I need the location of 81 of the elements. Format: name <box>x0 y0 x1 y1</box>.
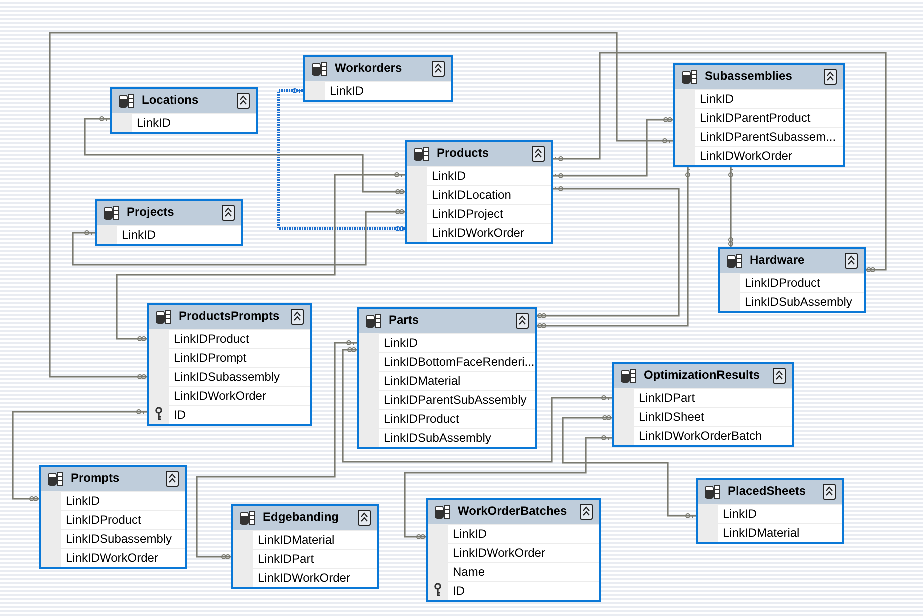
table-box <box>357 307 537 449</box>
column-name: LinkIDProduct <box>169 329 310 348</box>
column-name: LinkID <box>695 89 843 108</box>
column-name: LinkIDProduct <box>740 273 864 292</box>
relationship-line <box>72 210 405 266</box>
relationship-line <box>537 186 680 318</box>
table-box <box>612 362 794 447</box>
table-name: Parts <box>389 313 420 327</box>
relationship-line <box>196 340 358 560</box>
column-name: LinkIDParentSubassem... <box>695 127 843 146</box>
column-name: LinkIDProduct <box>379 409 535 428</box>
column-name: LinkIDMaterial <box>253 530 377 549</box>
relationship-line <box>49 32 674 380</box>
relationship-line <box>116 172 406 342</box>
relationship-line <box>342 348 613 463</box>
column-name: LinkID <box>325 81 451 100</box>
column-name: LinkID <box>61 491 185 510</box>
table-name: Prompts <box>71 471 120 485</box>
table-name: Workorders <box>335 61 402 75</box>
column-name: LinkIDPrompt <box>169 348 310 367</box>
relationship-line <box>84 116 405 194</box>
relationship-line <box>728 166 734 247</box>
relationship-line <box>404 435 613 540</box>
column-name: LinkIDWorkOrder <box>448 543 599 562</box>
relationship-line <box>562 416 697 519</box>
column-name: LinkIDSubassembly <box>61 529 185 548</box>
table-box <box>426 498 601 602</box>
column-name: LinkID <box>718 504 842 523</box>
table-box <box>673 63 845 167</box>
table-name: Subassemblies <box>705 69 792 83</box>
table-name: WorkOrderBatches <box>458 504 568 518</box>
table-box <box>39 465 187 569</box>
column-name: LinkID <box>448 524 599 543</box>
relationship-line <box>552 118 673 179</box>
column-name: ID <box>169 405 310 424</box>
column-name: LinkIDProduct <box>61 510 185 529</box>
column-name: LinkIDSubassembly <box>169 367 310 386</box>
table-name: Edgebanding <box>263 510 339 524</box>
column-name: LinkIDWorkOrder <box>169 386 310 405</box>
column-name: LinkIDWorkOrderBatch <box>634 426 792 445</box>
column-name: LinkID <box>427 166 551 185</box>
relationship-line <box>12 409 148 502</box>
column-name: LinkIDLocation <box>427 185 551 204</box>
table-box <box>95 199 243 246</box>
column-name: LinkIDBottomFaceRenderi... <box>379 352 535 371</box>
table-box <box>405 140 553 244</box>
column-name: LinkID <box>379 333 535 352</box>
column-name: Name <box>448 562 599 581</box>
table-box <box>718 247 866 313</box>
relationship-line <box>537 166 691 328</box>
column-name: LinkIDWorkOrder <box>61 548 185 567</box>
table-box <box>303 55 453 102</box>
column-name: LinkIDProject <box>427 204 551 223</box>
table-name: ProductsPrompts <box>179 309 280 323</box>
table-name: Locations <box>142 93 199 107</box>
column-name: LinkIDParentProduct <box>695 108 843 127</box>
relationship-line <box>552 52 887 272</box>
table-box <box>231 504 379 589</box>
table-name: PlacedSheets <box>728 484 806 498</box>
column-name: LinkIDWorkOrder <box>253 568 377 587</box>
table-name: Hardware <box>750 253 805 267</box>
table-box <box>110 87 258 134</box>
column-name: LinkIDParentSubAssembly <box>379 390 535 409</box>
column-name: LinkIDSheet <box>634 407 792 426</box>
table-name: OptimizationResults <box>644 368 760 382</box>
table-name: Products <box>437 146 490 160</box>
column-name: LinkIDMaterial <box>379 371 535 390</box>
column-name: LinkID <box>132 113 256 132</box>
column-name: LinkID <box>117 225 241 244</box>
column-name: LinkIDMaterial <box>718 523 842 542</box>
table-name: Projects <box>127 205 174 219</box>
table-box <box>696 478 844 544</box>
column-name: LinkIDWorkOrder <box>695 146 843 165</box>
column-name: LinkIDSubAssembly <box>740 292 864 311</box>
selected-relationship-line <box>278 88 405 232</box>
column-name: LinkIDPart <box>634 388 792 407</box>
table-box <box>147 303 312 426</box>
column-name: LinkIDWorkOrder <box>427 223 551 242</box>
column-name: LinkIDSubAssembly <box>379 428 535 447</box>
column-name: ID <box>448 581 599 600</box>
column-name: LinkIDPart <box>253 549 377 568</box>
